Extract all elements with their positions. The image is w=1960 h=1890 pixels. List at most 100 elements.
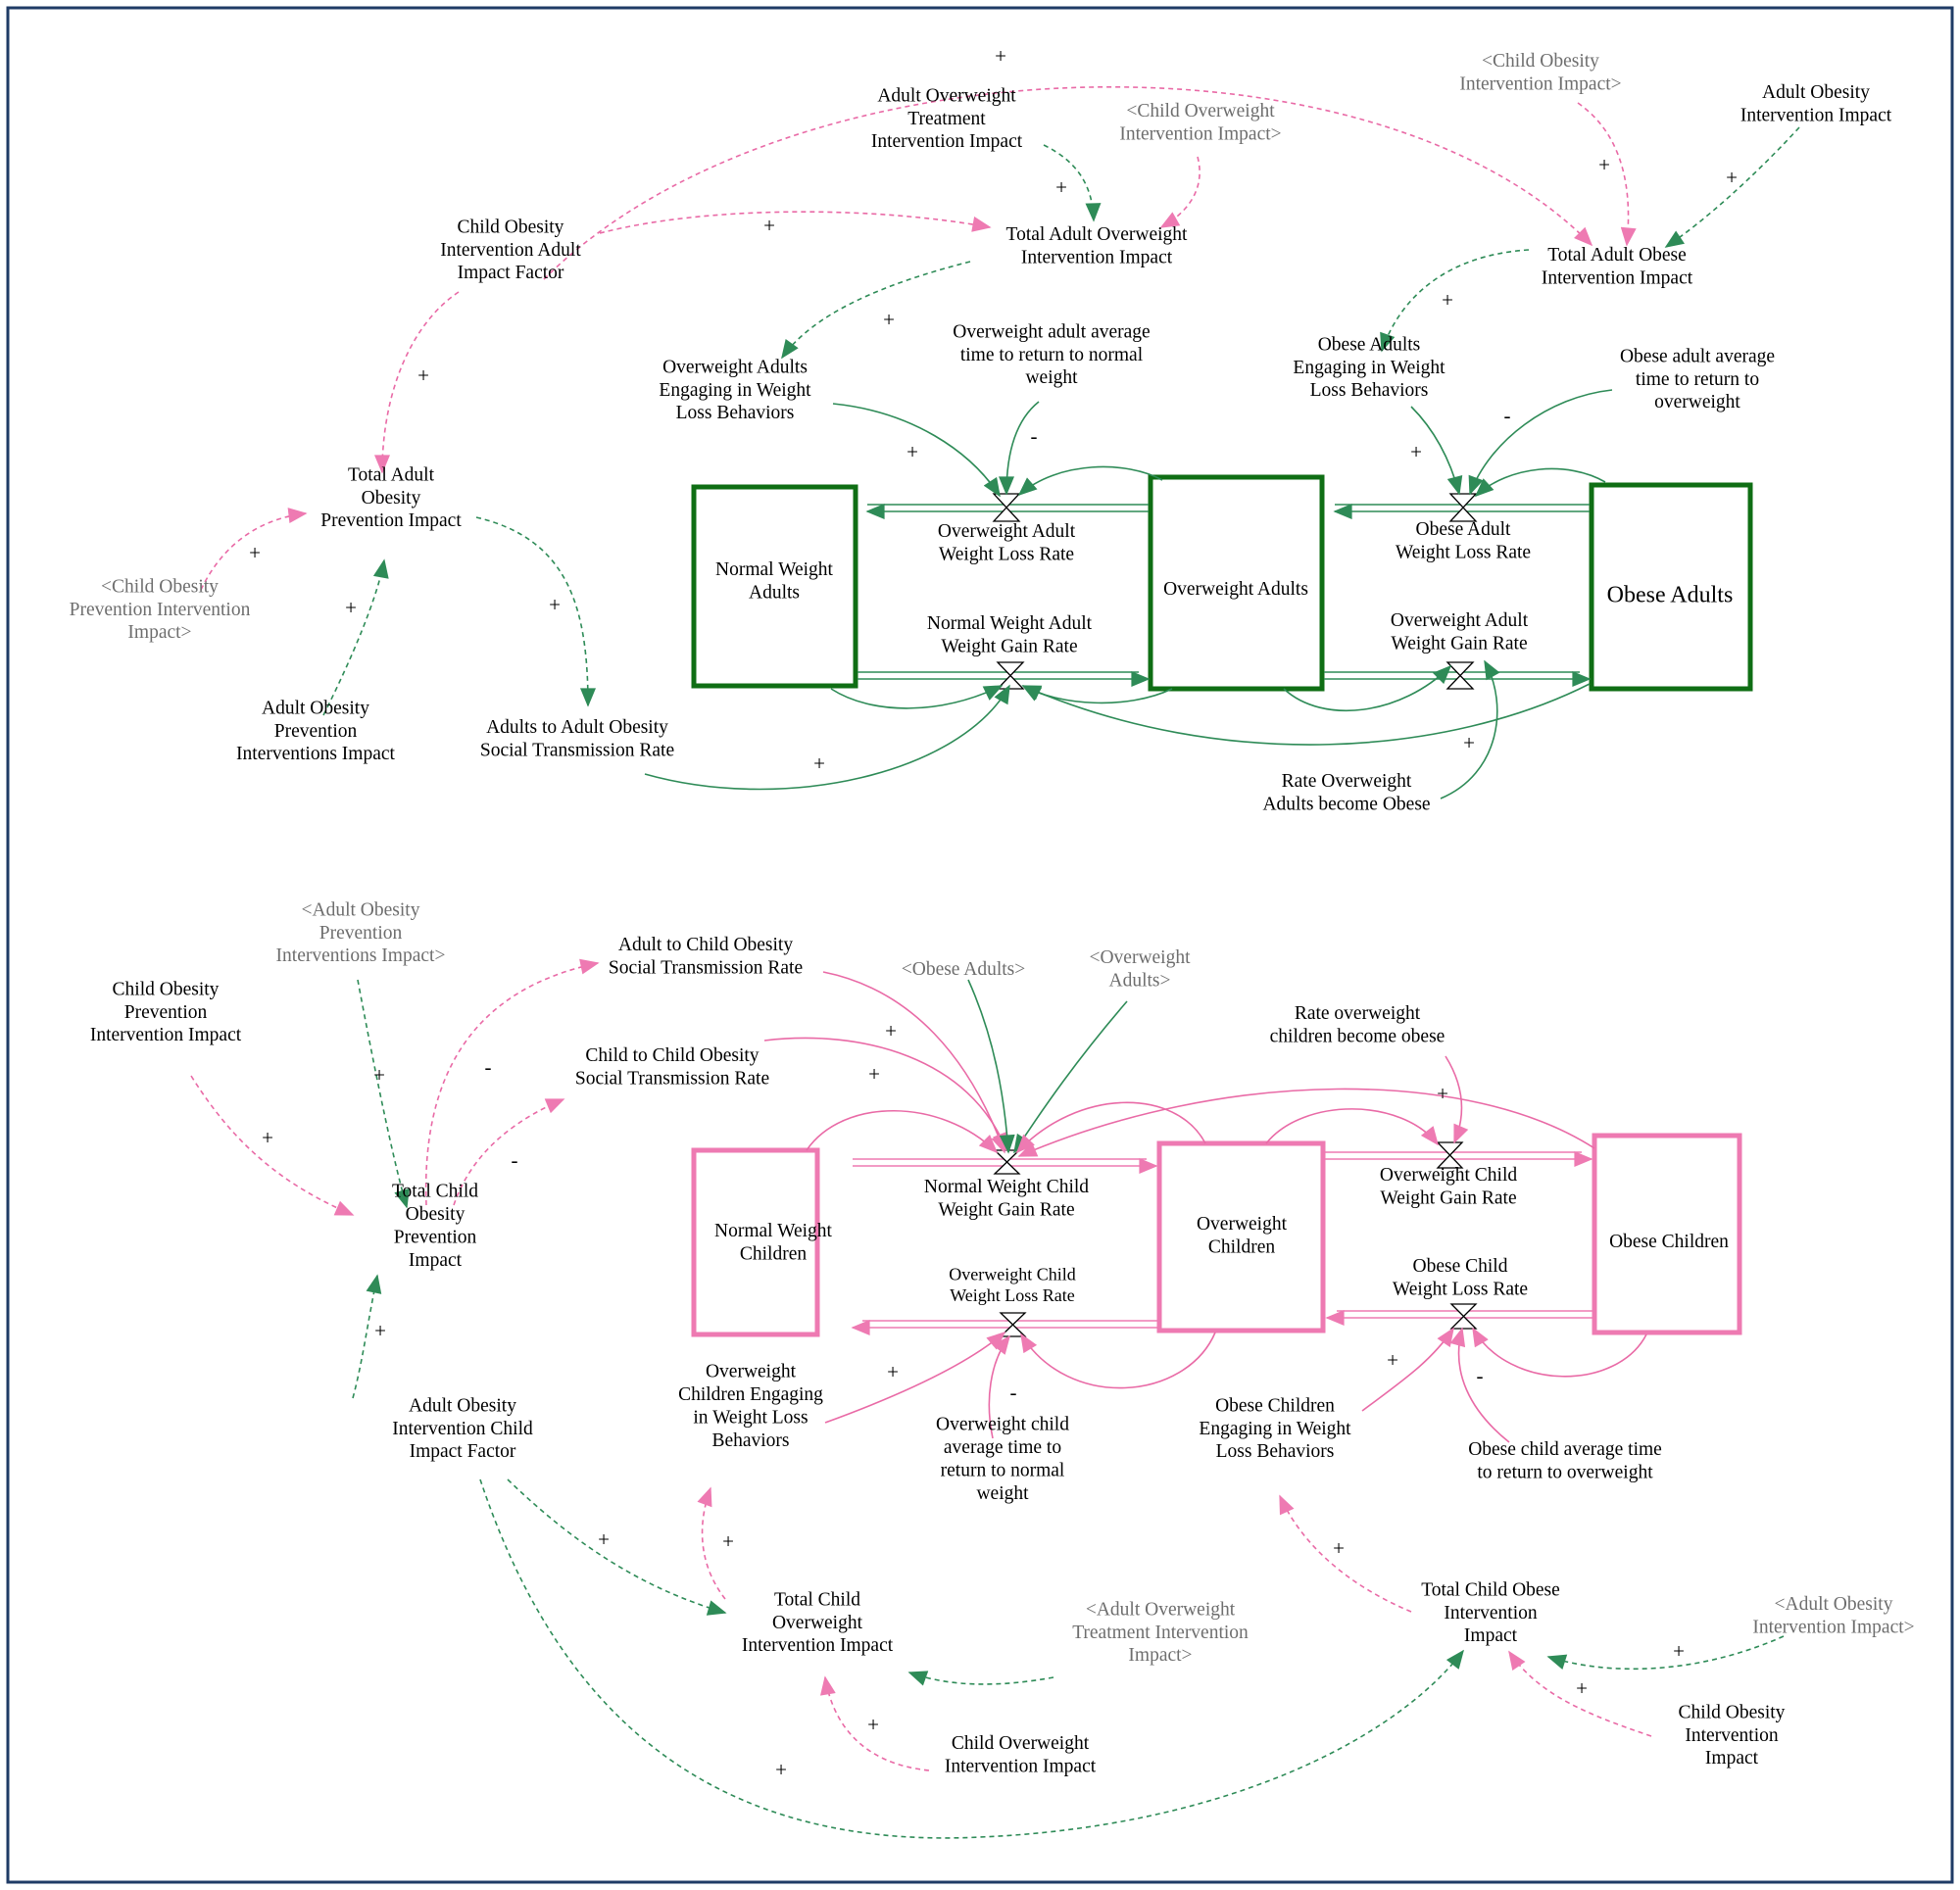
link-ob-children-engaging-to-loss [1361,1327,1454,1412]
link-ob-child-time-to-loss [1449,1327,1510,1443]
label-line: <Child Overweight [1126,101,1275,121]
link-shadow-child-prev-to-total-adult-prev [200,508,308,591]
label-line: Treatment [907,109,986,129]
polarity-sign: + [249,541,261,564]
label-line: Weight Loss Rate [1393,1280,1528,1300]
link-total-child-ow-to-engaging [697,1486,726,1600]
label-line: Total Adult Overweight [1006,224,1189,245]
valve-nw-child-gain [993,1149,1021,1175]
link-nw-children-stock-to-gain [806,1109,999,1154]
flow-pipe-ow-child-gain [1325,1151,1593,1167]
label-line: Engaging in Weight [1293,358,1446,378]
polarity-sign: + [883,308,895,331]
valve-ow-child-gain [1436,1141,1464,1169]
stock-obese-children-label: Obese Children [1609,1232,1729,1252]
label-line: Child to Child Obesity [585,1045,759,1066]
link-ow-child-time-to-loss [988,1334,1010,1439]
polarity-sign: + [1333,1536,1345,1560]
label-line: Prevention [274,721,358,742]
label-line: Prevention [394,1228,477,1248]
link-total-adult-ow-to-engaging [781,261,971,360]
label-line: Normal Weight Adult [927,613,1093,634]
label-line: Adult Obesity [409,1395,516,1416]
link-ow-children-engaging-to-loss [824,1331,1006,1424]
polarity-sign: - [512,1148,518,1172]
label-line: Weight Loss Rate [1396,543,1531,563]
label-line: Intervention Adult [440,240,581,261]
label-line: Intervention Impact [90,1025,242,1045]
label-line: weight [1025,367,1078,388]
link-child-factor-to-total-adult-prev [374,291,460,474]
link-ob-adults-stock-to-loss [1474,467,1606,498]
polarity-sign: + [906,440,918,463]
polarity-sign: + [1726,166,1738,189]
label-line: overweight [1654,392,1740,412]
polarity-sign: + [345,596,357,619]
link-child-factor-to-total-adult-obese [543,85,1593,280]
label-line: Overweight adult average [953,321,1150,342]
label-line: to return to overweight [1477,1463,1653,1483]
label-line: Interventions Impact [236,744,395,764]
link-child-prev-impact-to-total [190,1075,355,1216]
stock-obese-children [1592,1133,1742,1335]
link-rate-ow-obese-to-ow-gain [1440,659,1500,800]
link-adult-social-to-nw-gain [644,684,1010,791]
valve-ob-child-loss [1449,1303,1478,1330]
label-line: Intervention Impact> [1752,1618,1914,1638]
label-line: Adult Overweight [877,85,1016,106]
polarity-sign: + [262,1126,273,1149]
label-line: Rate Overweight [1282,771,1412,792]
polarity-sign: + [763,214,775,237]
link-adult-ob-child-factor-to-total-child-ow [507,1478,727,1616]
label-line: Overweight [772,1613,863,1633]
label-line: Normal Weight [714,1221,833,1241]
polarity-sign: + [887,1360,899,1383]
link-ow-adults-stock-to-ow-gain [1283,664,1452,712]
polarity-sign: + [813,751,825,775]
label-line: Social Transmission Rate [575,1069,769,1090]
link-total-adult-ob-to-engaging [1380,249,1530,353]
stock-overweight-children [1156,1140,1326,1333]
label-line: Intervention Impact [945,1757,1097,1777]
label-line: Interventions Impact> [276,945,446,966]
link-adult-ob-child-factor-to-total-child-ob [479,1478,1464,1839]
label-line: Obese Child [1413,1256,1508,1277]
label-line: Weight Gain Rate [1391,634,1527,654]
label-line: Behaviors [711,1430,789,1451]
label-line: Adult to Child Obesity [618,935,793,955]
label-line: Obese Adults [1318,334,1421,355]
link-ob-adult-time-to-loss [1468,389,1613,496]
polarity-sign: + [1442,288,1453,312]
link-shadow-adult-ow-treatment-to-total [907,1671,1054,1686]
label-line: Weight Loss Rate [950,1285,1075,1305]
link-adult-child-social-to-gain [822,971,1006,1154]
label-line: Obese Adults [1607,582,1734,607]
label-line: Children [740,1244,807,1265]
polarity-sign: - [1031,424,1038,448]
label-line: weight [976,1483,1029,1504]
label-line: Overweight Adult [938,521,1076,542]
label-line: Intervention Child [392,1419,533,1439]
label-line: Obese Children [1609,1232,1729,1252]
label-line: Impact> [127,622,191,643]
